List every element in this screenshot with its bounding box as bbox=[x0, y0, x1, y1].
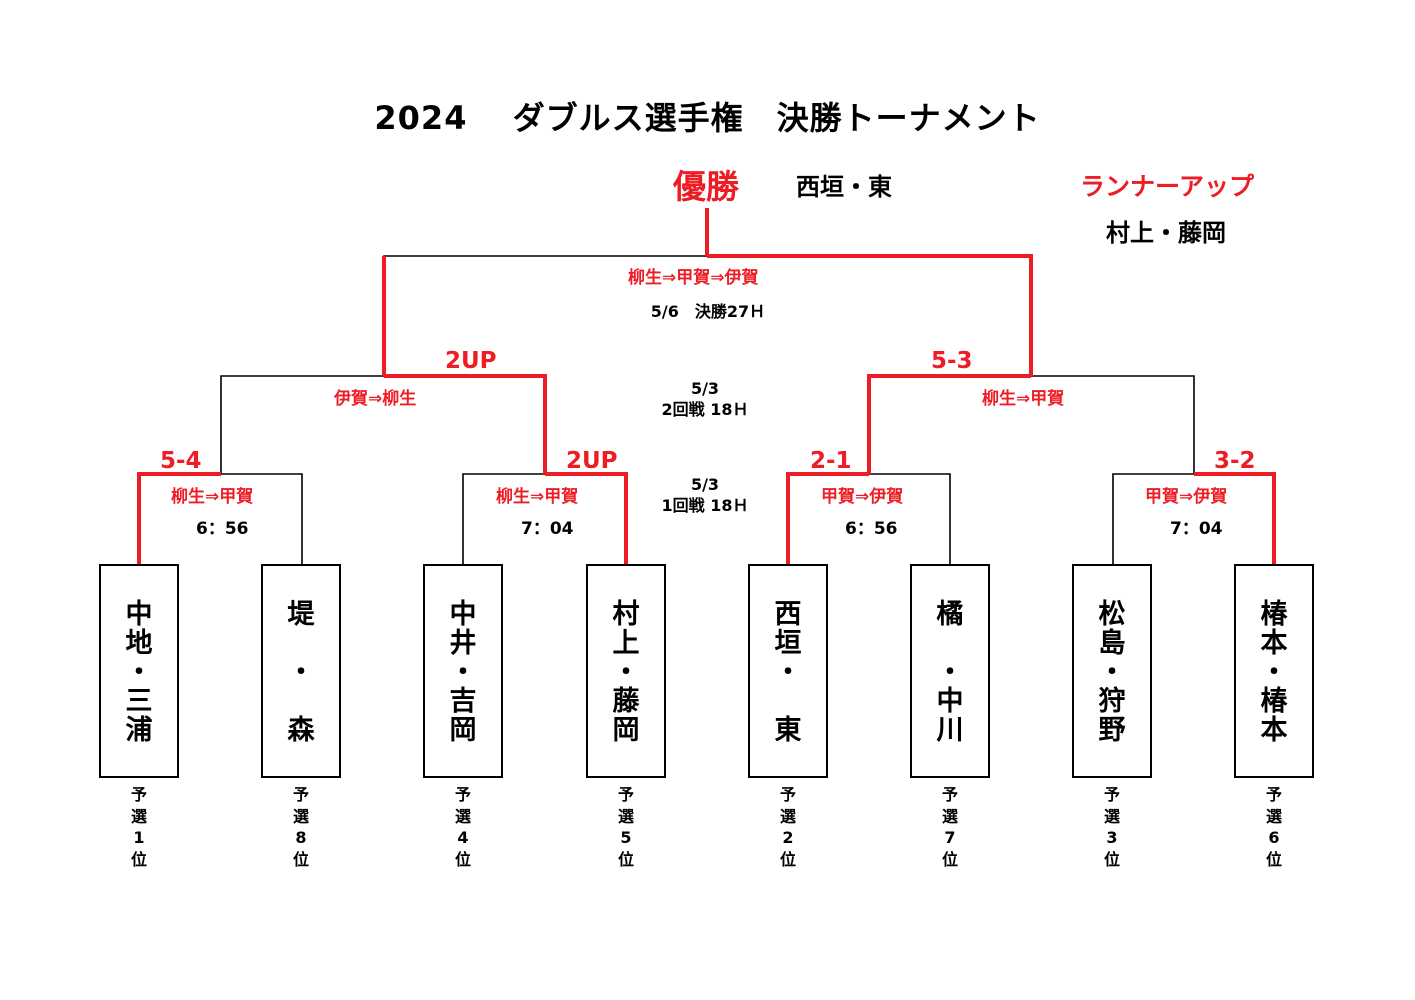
winner-line bbox=[707, 254, 1033, 376]
team-box: 西 垣 ・ 東 bbox=[748, 564, 828, 778]
seed-label: 予 選 6 位 bbox=[1265, 785, 1282, 869]
bracket-line bbox=[462, 473, 545, 564]
quarter-score: 5-4 bbox=[160, 448, 202, 474]
quarter-score: 2-1 bbox=[810, 448, 852, 474]
winner-line bbox=[1194, 472, 1276, 564]
team-name: 村 上 ・ 藤 岡 bbox=[612, 599, 640, 746]
team-box: 橘 ・ 中 川 bbox=[910, 564, 990, 778]
final-route: 柳生⇒甲賀⇒伊賀 bbox=[628, 268, 759, 288]
semi-route: 柳生⇒甲賀 bbox=[982, 389, 1065, 409]
bracket-line bbox=[1031, 375, 1195, 474]
semi-score: 2UP bbox=[445, 348, 497, 374]
quarter-route: 柳生⇒甲賀 bbox=[496, 487, 579, 507]
team-name: 橘 ・ 中 川 bbox=[936, 599, 964, 746]
team-box: 村 上 ・ 藤 岡 bbox=[586, 564, 666, 778]
team-box: 椿 本 ・ 椿 本 bbox=[1234, 564, 1314, 778]
champion-label: 優勝 bbox=[673, 167, 739, 206]
semi-route: 伊賀⇒柳生 bbox=[334, 389, 417, 409]
bracket-line bbox=[220, 375, 384, 474]
seed-label: 予 選 3 位 bbox=[1103, 785, 1120, 869]
tee-time: 6：56 bbox=[196, 519, 249, 539]
seed-label: 予 選 7 位 bbox=[941, 785, 958, 869]
winner-line bbox=[867, 374, 1031, 474]
team-name: 中 地 ・ 三 浦 bbox=[125, 599, 153, 746]
semi-score: 5-3 bbox=[931, 348, 973, 374]
runner-up-name: 村上・藤岡 bbox=[1106, 219, 1226, 247]
runner-up-label: ランナーアップ bbox=[1080, 172, 1255, 201]
seed-label: 予 選 2 位 bbox=[779, 785, 796, 869]
champion-name: 西垣・東 bbox=[796, 173, 892, 201]
team-box: 松 島 ・ 狩 野 bbox=[1072, 564, 1152, 778]
quarter-score: 2UP bbox=[566, 448, 618, 474]
round1-date: 5/3 bbox=[690, 475, 720, 494]
quarter-route: 柳生⇒甲賀 bbox=[171, 487, 254, 507]
quarter-route: 甲賀⇒伊賀 bbox=[1145, 487, 1228, 507]
round2-date: 5/3 bbox=[690, 379, 720, 398]
seed-label: 予 選 4 位 bbox=[454, 785, 471, 869]
team-box: 中 井 ・ 吉 岡 bbox=[423, 564, 503, 778]
bracket-line bbox=[869, 473, 951, 564]
team-name: 西 垣 ・ 東 bbox=[774, 599, 802, 746]
quarter-route: 甲賀⇒伊賀 bbox=[821, 487, 904, 507]
seed-label: 予 選 8 位 bbox=[292, 785, 309, 869]
team-box: 堤 ・ 森 bbox=[261, 564, 341, 778]
winner-line bbox=[384, 374, 547, 474]
winner-line bbox=[545, 472, 628, 564]
tee-time: 7：04 bbox=[521, 519, 574, 539]
quarter-score: 3-2 bbox=[1214, 448, 1256, 474]
final-info: 5/6 決勝27Ｈ bbox=[650, 302, 766, 321]
round2-desc: 2回戦 18Ｈ bbox=[661, 400, 749, 419]
tee-time: 6：56 bbox=[845, 519, 898, 539]
seed-label: 予 選 1 位 bbox=[130, 785, 147, 869]
team-box: 中 地 ・ 三 浦 bbox=[99, 564, 179, 778]
team-name: 中 井 ・ 吉 岡 bbox=[449, 599, 477, 746]
round1-desc: 1回戦 18Ｈ bbox=[661, 496, 749, 515]
tee-time: 7：04 bbox=[1170, 519, 1223, 539]
winner-line bbox=[786, 472, 869, 564]
winner-line bbox=[137, 472, 221, 564]
team-name: 椿 本 ・ 椿 本 bbox=[1260, 599, 1288, 746]
page-title: 2024 ダブルス選手権 決勝トーナメント bbox=[374, 99, 1041, 137]
bracket-line bbox=[1112, 473, 1194, 564]
team-name: 松 島 ・ 狩 野 bbox=[1098, 599, 1126, 746]
seed-label: 予 選 5 位 bbox=[617, 785, 634, 869]
team-name: 堤 ・ 森 bbox=[287, 599, 315, 746]
bracket-line bbox=[221, 473, 303, 564]
